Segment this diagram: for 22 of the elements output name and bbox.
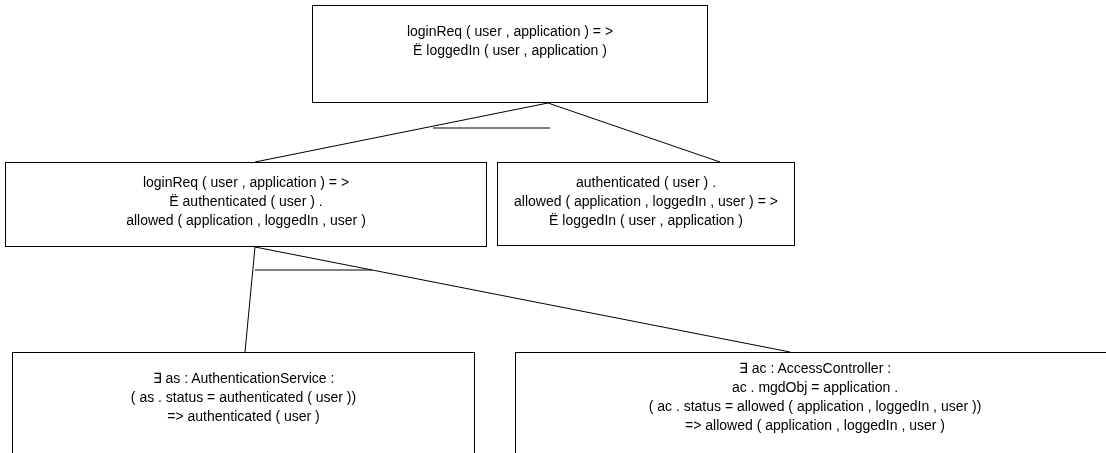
- formula-line: authenticated ( user ) .: [575, 173, 717, 192]
- formula-line: loginReq ( user , application ) = >: [406, 22, 614, 41]
- refinement-line: [547, 102, 721, 163]
- goal-box: [515, 352, 1106, 453]
- formula-line: allowed ( application , loggedIn , user ) = >: [514, 192, 778, 211]
- goal-box: [12, 352, 475, 453]
- formula-line: => allowed ( application , loggedIn , user ): [685, 416, 945, 435]
- formula-line: Ë loggedIn ( user , application ): [549, 211, 743, 230]
- goal-box: [312, 5, 708, 103]
- formula-line: ac . mgdObj = application .: [731, 378, 899, 397]
- formula-line: ∃ as : AuthenticationService :: [152, 369, 335, 388]
- formula-line: Ë authenticated ( user ) .: [169, 192, 323, 211]
- formula-line: ∃ ac : AccessController :: [738, 359, 892, 378]
- formula-line: ( as . status = authenticated ( user )): [130, 388, 357, 407]
- formula-line: loginReq ( user , application ) = >: [142, 173, 350, 192]
- formula-line: => authenticated ( user ): [167, 407, 320, 426]
- formula-line: Ë loggedIn ( user , application ): [413, 41, 607, 60]
- refinement-line: [244, 246, 256, 353]
- formula-line: allowed ( application , loggedIn , user ): [126, 211, 366, 230]
- goal-box: [497, 162, 795, 246]
- formula-line: ( ac . status = allowed ( application , loggedIn , user )): [648, 397, 982, 416]
- goal-box: [5, 162, 487, 247]
